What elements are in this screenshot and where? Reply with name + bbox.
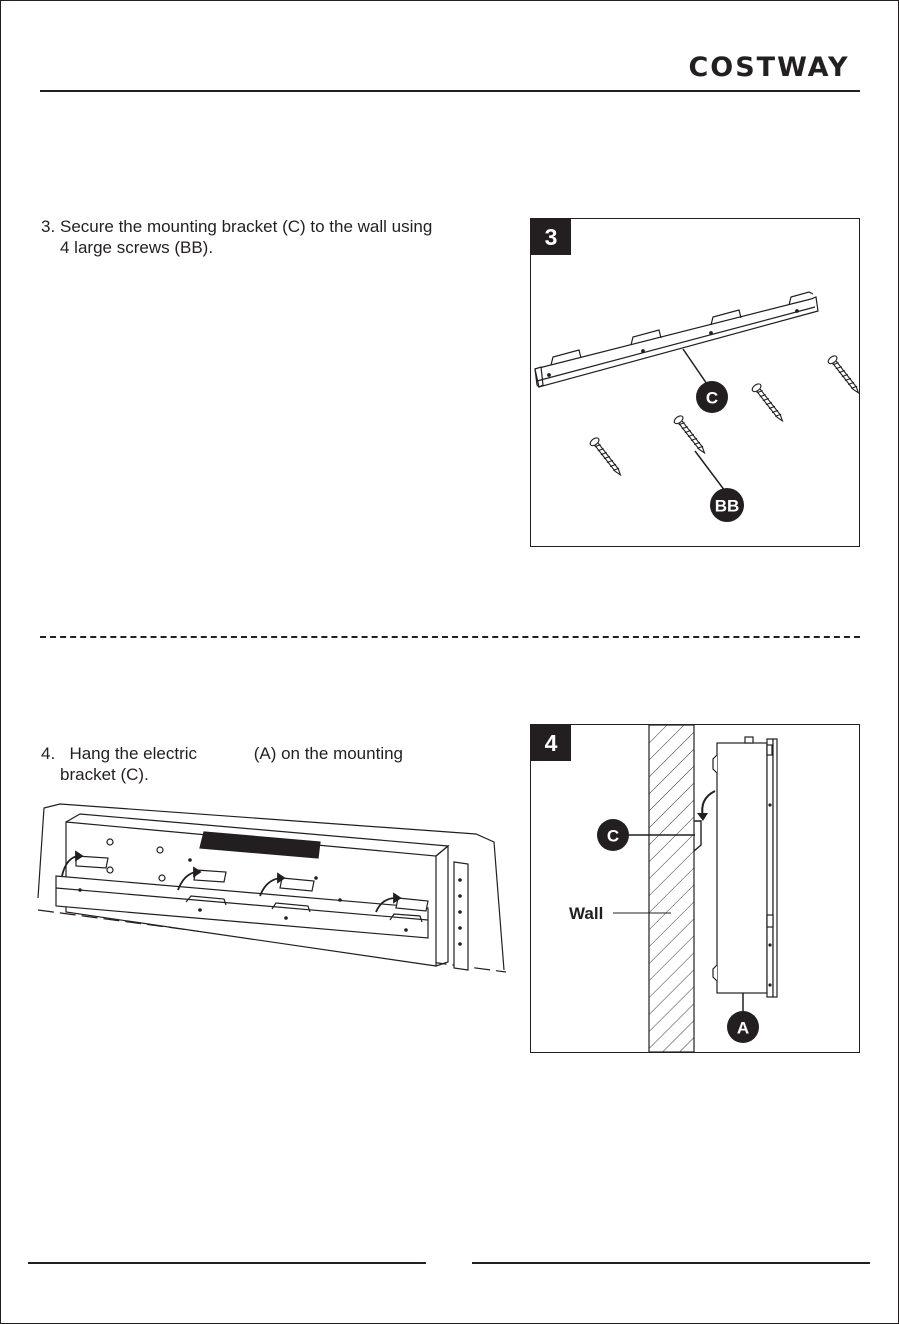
- footer-rule-right: [472, 1262, 870, 1264]
- footer-rule-left: [28, 1262, 426, 1264]
- step3-badge: 3: [531, 219, 571, 255]
- bracket-profile: [694, 821, 701, 851]
- svg-text:C: C: [607, 827, 619, 846]
- callout-a: A: [727, 1011, 759, 1043]
- step3-number: 3.: [41, 216, 55, 237]
- callout-bb: BB: [710, 488, 744, 522]
- step3-line1: Secure the mounting bracket (C) to the w…: [60, 217, 432, 236]
- wall-label: Wall: [569, 904, 603, 923]
- callout-c: C: [597, 819, 629, 851]
- costway-logo: COSTWAY: [678, 48, 860, 82]
- fireplace-side-view: [713, 737, 777, 997]
- logo-text: COSTWAY: [688, 52, 849, 82]
- screws-bb: [589, 354, 859, 478]
- step3-line2: 4 large screws (BB).: [60, 238, 213, 257]
- mounting-bracket-c: [535, 292, 818, 387]
- step4-line1: Hang the electric (A) on the mounting: [69, 744, 403, 763]
- section-divider: [40, 636, 860, 638]
- step4-line2: bracket (C).: [60, 765, 149, 784]
- wall-section: [649, 725, 694, 1052]
- step4-figure: C A Wall 4: [530, 724, 860, 1053]
- step3-illustration: C BB: [531, 219, 859, 546]
- svg-text:BB: BB: [715, 497, 740, 516]
- step3-figure: C BB 3: [530, 218, 860, 547]
- leader-c: [683, 349, 709, 387]
- step4-illustration: C A Wall: [531, 725, 859, 1052]
- step4-badge: 4: [531, 725, 571, 761]
- svg-text:A: A: [737, 1019, 749, 1038]
- fireplace-back-illustration: [36, 800, 508, 980]
- header-rule: [40, 90, 860, 92]
- step3-instruction: 3. Secure the mounting bracket (C) to th…: [60, 216, 432, 258]
- svg-text:C: C: [706, 389, 718, 408]
- leader-bb: [695, 451, 725, 491]
- callout-c: C: [696, 381, 728, 413]
- step4-number: 4.: [41, 743, 55, 764]
